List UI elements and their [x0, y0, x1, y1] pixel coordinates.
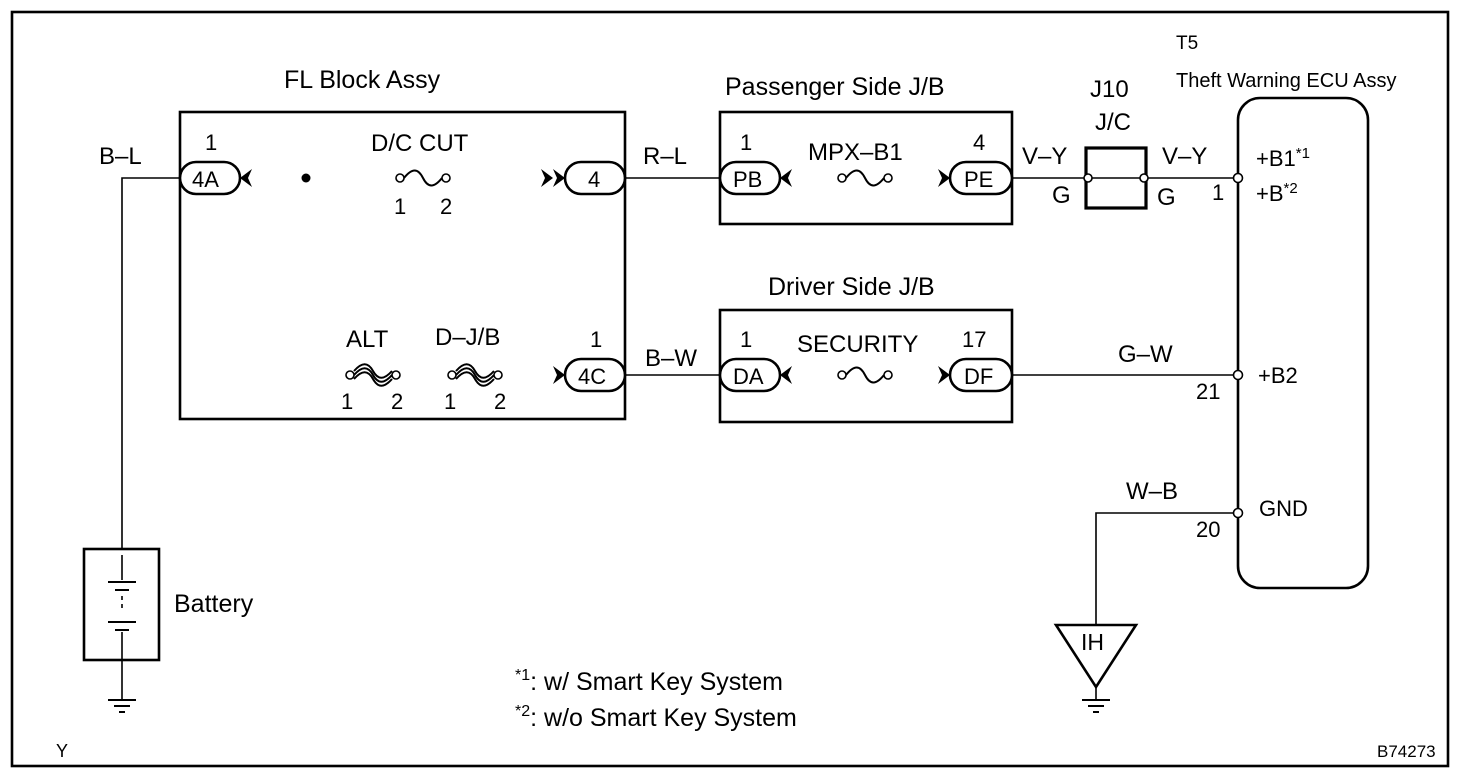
ecu-terminal-gnd-label: GND — [1259, 496, 1308, 521]
footnote-1-text: : w/ Smart Key System — [530, 668, 783, 696]
ecu-title: Theft Warning ECU Assy — [1176, 70, 1396, 92]
ecu-terminal-b1-pin: 1 — [1212, 180, 1224, 205]
wire-b-l: B–L — [99, 143, 142, 170]
fuse-dc-cut-pin2: 2 — [440, 194, 452, 219]
fuse-alt-pin1: 1 — [341, 389, 353, 414]
footnote-2-text: : w/o Smart Key System — [530, 704, 797, 732]
ecu-terminal-b2 — [1232, 369, 1244, 381]
jc-label: J/C — [1095, 109, 1131, 136]
connector-pe-label: PE — [964, 167, 993, 192]
ground-ih-label: IH — [1081, 629, 1104, 655]
fuse-dc-cut-label: D/C CUT — [371, 130, 469, 157]
fuse-alt-pin2: 2 — [391, 389, 403, 414]
ecu-terminal-b1-sup: *1 — [1296, 145, 1310, 162]
figure-code: B74273 — [1377, 742, 1436, 761]
connector-4a — [178, 160, 252, 196]
ecu-terminal-b2-label: +B2 — [1258, 363, 1298, 388]
splice-point — [301, 173, 311, 183]
connector-pb — [718, 160, 792, 196]
connector-pb-label: PB — [733, 167, 762, 192]
fuse-mpx-b1-label: MPX–B1 — [808, 139, 903, 166]
t5-label: T5 — [1176, 33, 1198, 54]
footnote-1-mark: *1 — [515, 667, 530, 684]
ecu-terminal-b1 — [1232, 172, 1244, 184]
fusible-link-djb — [447, 363, 503, 387]
corner-y-label: Y — [56, 741, 68, 761]
wire-b-w: B–W — [645, 345, 697, 372]
wire-g-w: G–W — [1118, 341, 1173, 368]
fuse-djb-pin2: 2 — [494, 389, 506, 414]
footnote-1: *1: w/ Smart Key System — [515, 667, 783, 696]
connector-4c-pin: 1 — [590, 327, 602, 352]
connector-da-pin: 1 — [740, 327, 752, 352]
ground-point-ih — [1053, 623, 1139, 690]
connector-da-label: DA — [733, 364, 764, 389]
ecu-terminal-gnd — [1232, 507, 1244, 519]
fuse-security — [837, 366, 893, 384]
connector-pe-pin: 4 — [973, 130, 985, 155]
wire-v-y-right: V–Y — [1162, 143, 1207, 170]
fuse-security-label: SECURITY — [797, 331, 918, 358]
wire-v-y-left: V–Y — [1022, 143, 1067, 170]
ecu-terminal-b-sup: *2 — [1284, 180, 1298, 197]
footnote-2-mark: *2 — [515, 703, 530, 720]
ecu-terminal-gnd-pin: 20 — [1196, 517, 1220, 542]
connector-4c — [553, 357, 627, 393]
connector-4a-pin: 1 — [205, 130, 217, 155]
fuse-djb-pin1: 1 — [444, 389, 456, 414]
ecu-terminal-b-label: +B*2 — [1256, 180, 1298, 206]
fusible-link-alt — [345, 363, 401, 387]
connector-pe — [938, 160, 1014, 196]
fuse-alt-label: ALT — [346, 326, 389, 353]
connector-4-label: 4 — [588, 167, 600, 192]
ground-symbol-ih — [1082, 699, 1110, 713]
fuse-dc-cut-pin1: 1 — [394, 194, 406, 219]
connector-4 — [541, 160, 627, 196]
connector-df-pin: 17 — [962, 327, 986, 352]
fuse-mpx-b1 — [837, 169, 893, 187]
fl-block-box — [178, 110, 627, 421]
ecu-terminal-b2-pin: 21 — [1196, 379, 1220, 404]
fuse-dc-cut — [395, 169, 451, 187]
fuse-djb-label: D–J/B — [435, 324, 500, 351]
connector-df — [938, 357, 1014, 393]
fl-block-title: FL Block Assy — [284, 66, 441, 94]
wire-w-b: W–B — [1126, 478, 1178, 505]
ground-symbol-battery — [108, 699, 136, 713]
driver-jb-title: Driver Side J/B — [768, 273, 935, 301]
battery-symbol — [82, 547, 161, 662]
wire-g-left: G — [1052, 182, 1071, 209]
j10-label: J10 — [1090, 76, 1129, 103]
wire-g-right: G — [1157, 184, 1176, 211]
connector-da — [718, 357, 792, 393]
ecu-terminal-b1-label: +B1*1 — [1256, 145, 1310, 171]
battery-label: Battery — [174, 590, 254, 618]
connector-df-label: DF — [964, 364, 993, 389]
ecu-box — [1236, 96, 1370, 590]
connector-pb-pin: 1 — [740, 130, 752, 155]
connector-4c-label: 4C — [578, 364, 606, 389]
connector-4a-label: 4A — [192, 167, 219, 192]
junction-connector-j10 — [1083, 146, 1149, 210]
passenger-jb-title: Passenger Side J/B — [725, 73, 945, 101]
wire-r-l: R–L — [643, 143, 687, 170]
footnote-2: *2: w/o Smart Key System — [515, 703, 797, 732]
